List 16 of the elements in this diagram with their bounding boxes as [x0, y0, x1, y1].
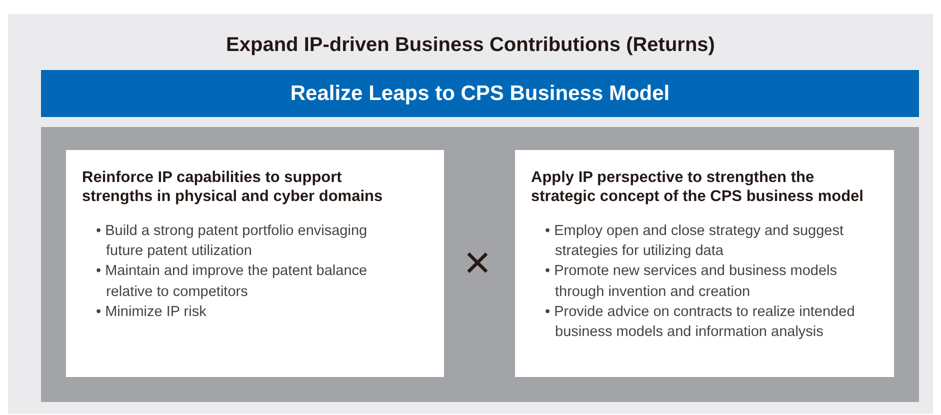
list-item: • Maintain and improve the patent balance relative to competitors — [96, 262, 368, 302]
banner-title: Realize Leaps to CPS Business Model — [290, 82, 670, 106]
list-item: • Provide advice on contracts to realize intended business models and information analysis — [545, 302, 856, 342]
title: Expand IP-driven Business Contributions (Returns) — [225, 34, 716, 57]
list-item: • Minimize IP risk — [96, 302, 208, 322]
inner-panel — [41, 127, 919, 402]
background-panel — [8, 14, 933, 414]
banner — [41, 70, 919, 117]
card-heading: Reinforce IP capabilities to support strengths in physical and cyber domains — [82, 168, 384, 207]
list-item: • Build a strong patent portfolio envisaging future patent utilization — [96, 222, 368, 262]
content-card — [515, 150, 894, 377]
content-card — [66, 150, 444, 377]
list-item: • Promote new services and business models through invention and creation — [545, 262, 838, 302]
list-item: • Employ open and close strategy and suggest strategies for utilizing data — [545, 222, 844, 262]
card-heading: Apply IP perspective to strengthen the strategic concept of the CPS business model — [531, 168, 864, 207]
multiply-sign: × — [464, 239, 491, 285]
